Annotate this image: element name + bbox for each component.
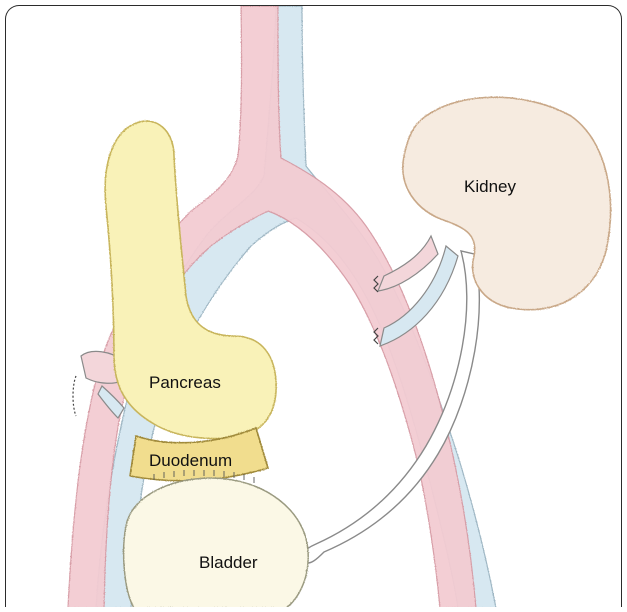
duodenum-label: Duodenum — [149, 452, 232, 469]
pancreas-label: Pancreas — [149, 374, 221, 391]
anatomy-drawing — [6, 6, 622, 607]
bladder-shape — [124, 478, 309, 607]
figure-frame: Kidney Pancreas Duodenum Bladder — [5, 5, 622, 607]
kidney-label: Kidney — [464, 178, 516, 195]
bladder-label: Bladder — [199, 554, 258, 571]
